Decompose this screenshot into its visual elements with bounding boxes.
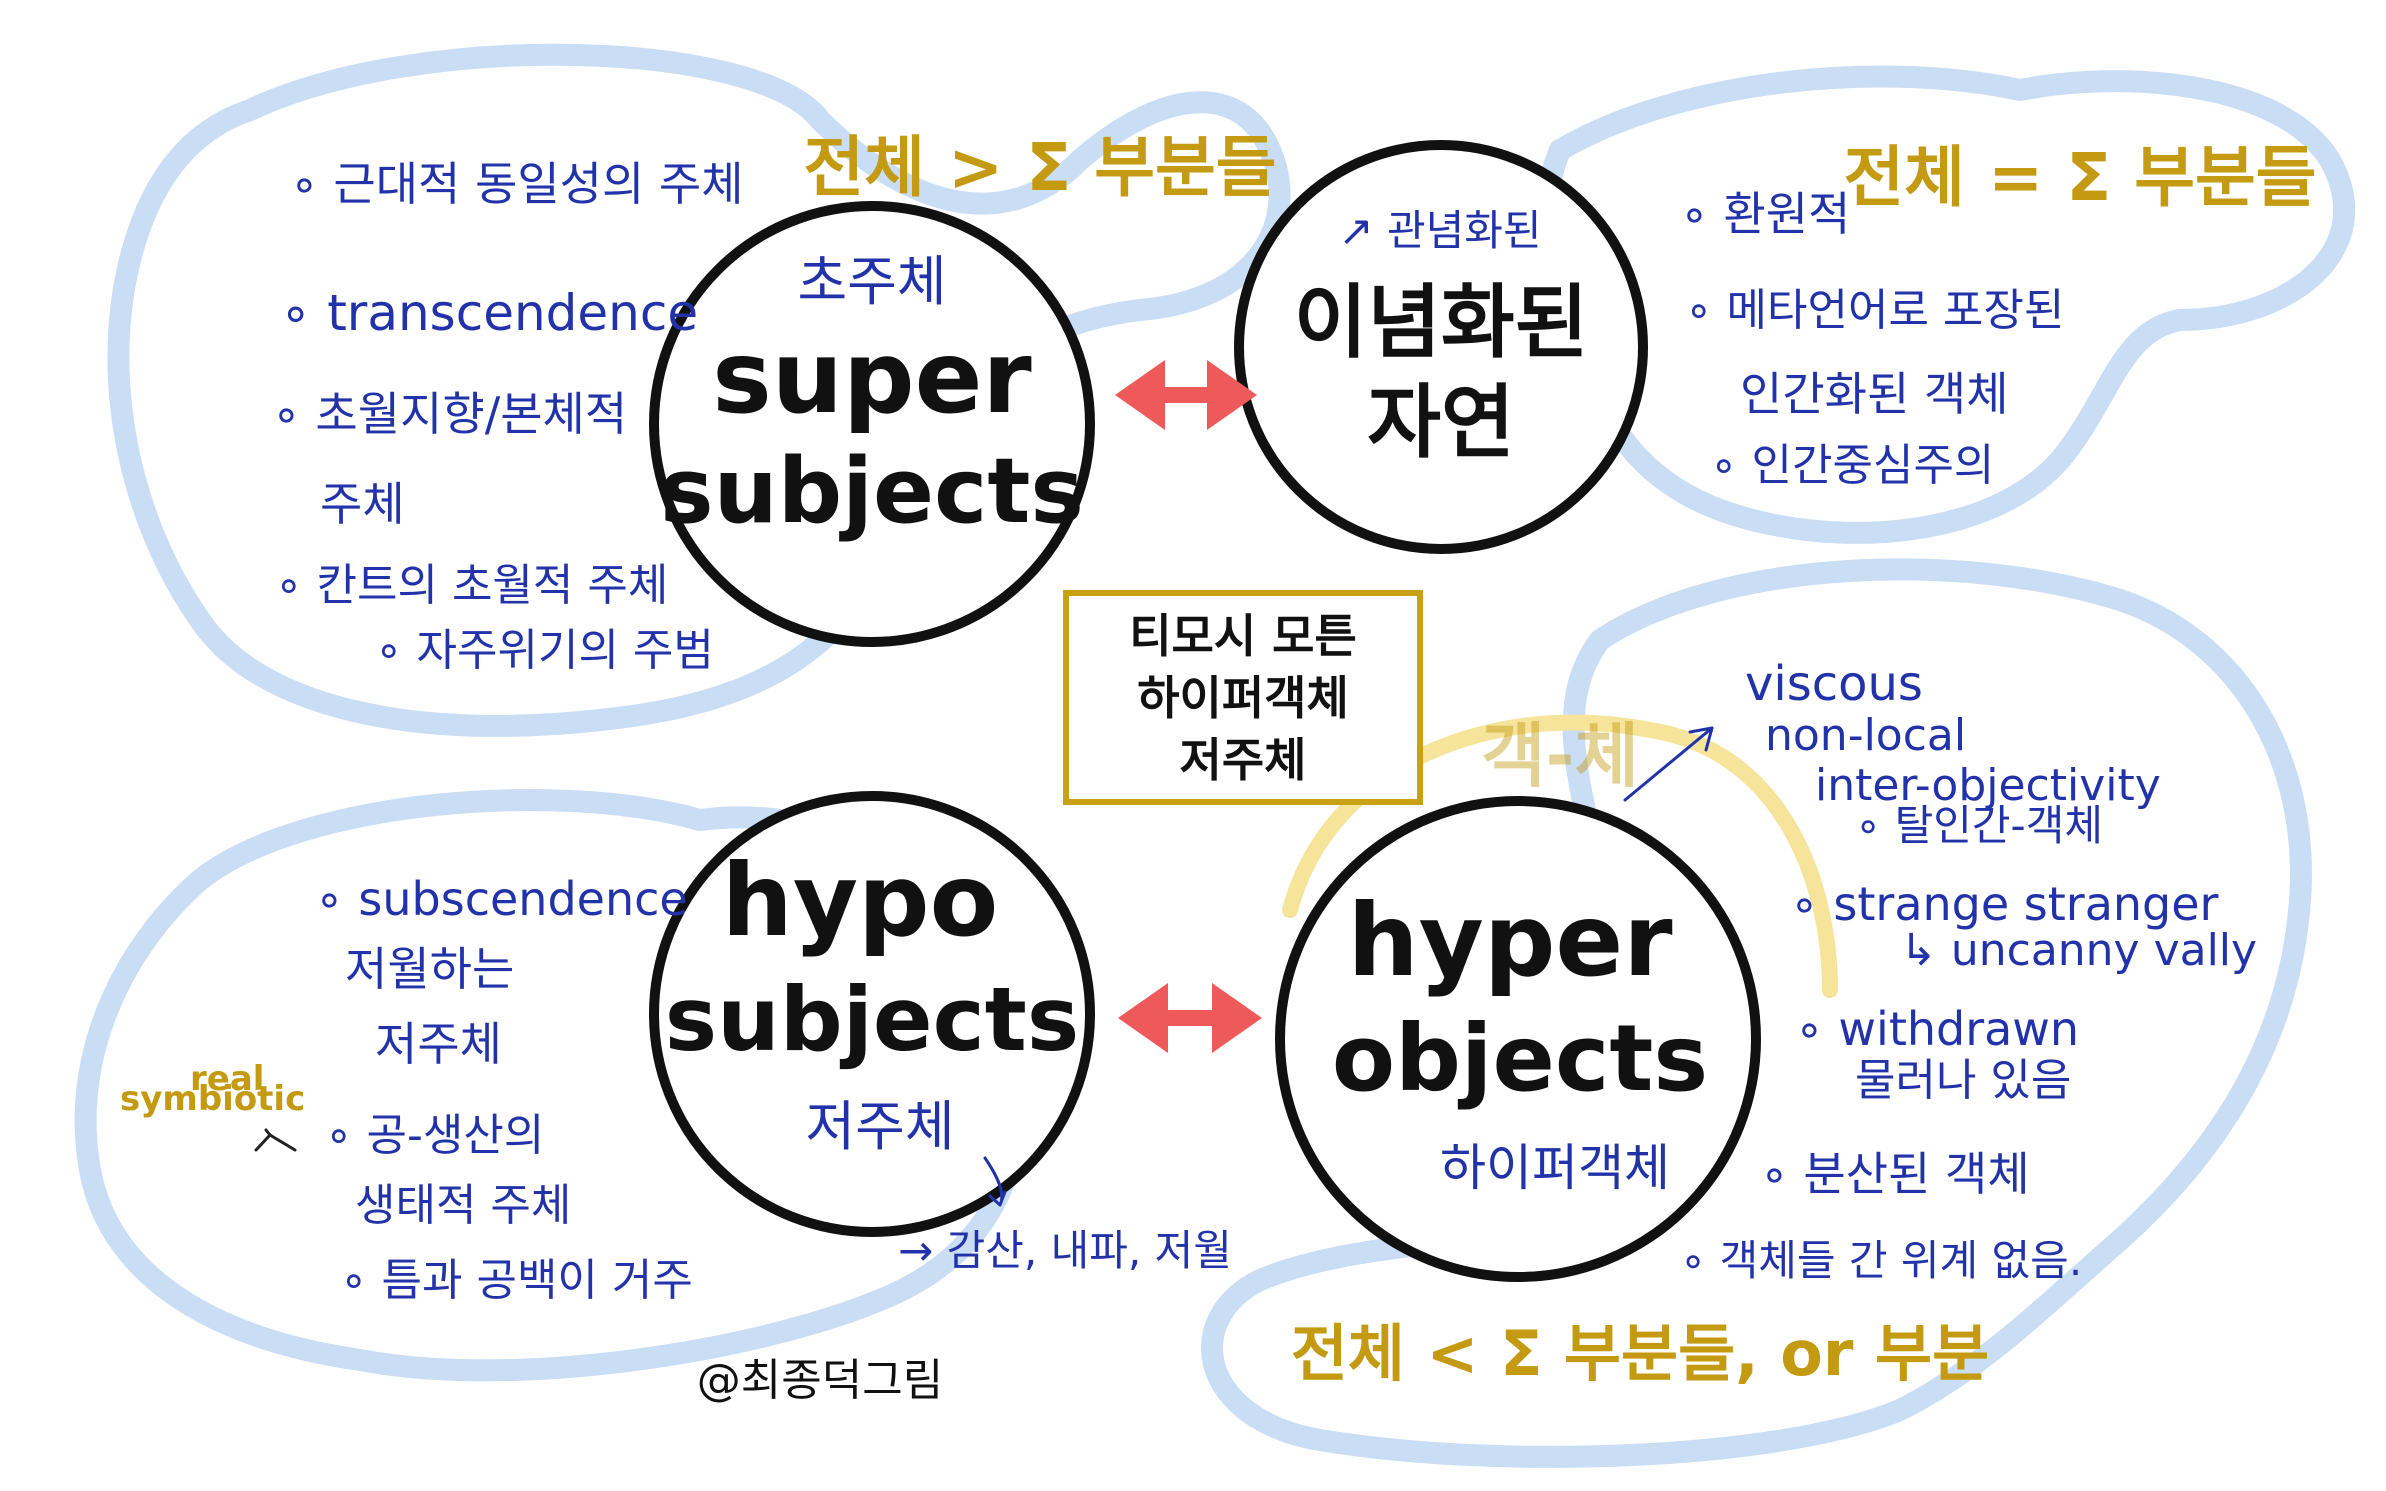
- region-blob-bottom-left: [74, 789, 1033, 1382]
- center-title-box: 티모시 모튼 하이퍼객체 저주체: [1063, 590, 1423, 805]
- hypo-note-3: 저주체: [375, 1017, 502, 1071]
- hyper-title-line2: objects: [1332, 1005, 1708, 1112]
- hypo-title-line1: hypo: [722, 842, 999, 959]
- idea-notes: ∘ 환원적 ∘ 메타언어로 포장된 인간화된 객체 ∘ 인간중심주의: [1680, 187, 2064, 491]
- circle-hyper-objects: [1275, 796, 1761, 1282]
- hypo-title-line2: subjects: [665, 968, 1079, 1071]
- hypo-korean-label: 저주체: [805, 1095, 954, 1158]
- hyper-korean-label: 하이퍼객체: [1440, 1139, 1670, 1197]
- idea-note-3: 인간화된 객체: [1740, 367, 2009, 421]
- hyper-wholeness: 전체 < Σ 부분들, or 부분: [1291, 1317, 1989, 1390]
- super-note-3: ∘ 초월지향/본체적: [272, 387, 627, 441]
- super-title-line1: super: [712, 319, 1032, 436]
- hypo-notes: ∘ subscendence 저월하는 저주체 ∘ 공-생산의 생태적 주체 ∘…: [315, 872, 693, 1306]
- idea-title-line2: 자연: [1367, 376, 1514, 469]
- super-note-5: ∘ 칸트의 초월적 주체: [275, 560, 668, 611]
- credit-signature: @최종덕그림: [697, 1355, 943, 1406]
- circle-super-subjects: [649, 201, 1095, 647]
- hyper-note-3: inter-objectivity: [1815, 760, 2161, 811]
- hyper-note-9: ∘ 분산된 객체: [1760, 1147, 2030, 1201]
- symbiotic-note-line2: real: [190, 1059, 264, 1099]
- hyper-note-10: ∘ 객체들 간 위계 없음.: [1680, 1236, 2082, 1285]
- idea-annotation: ↗ 관념화된: [1338, 206, 1541, 255]
- idea-title-line1: 이념화된: [1294, 276, 1588, 369]
- super-note-6: ∘ 자주위기의 주범: [375, 625, 714, 676]
- hyper-note-8: 물러나 있음: [1855, 1055, 2071, 1106]
- hypo-note-5: 생태적 주체: [355, 1180, 571, 1231]
- hypo-note-1: ∘ subscendence: [315, 872, 688, 926]
- idea-note-4: ∘ 인간중심주의: [1710, 440, 1994, 491]
- double-arrow-top: [1115, 360, 1257, 430]
- hypo-below-arrow: [983, 1156, 1007, 1207]
- super-title-line2: subjects: [660, 439, 1084, 544]
- idea-note-2: ∘ 메타언어로 포장된: [1685, 285, 2064, 336]
- hyper-note-2: non-local: [1765, 710, 1966, 761]
- circle-idea-nature: [1234, 140, 1648, 554]
- symbiotic-arrow: [254, 1128, 297, 1152]
- super-korean-label: 초주체: [797, 250, 946, 313]
- center-title-line-2: 하이퍼객체: [1137, 670, 1349, 725]
- idea-note-1: ∘ 환원적: [1680, 187, 1850, 241]
- super-wholeness: 전체 > Σ 부분들: [804, 129, 1277, 206]
- center-title-line-1: 티모시 모튼: [1129, 608, 1357, 663]
- hyper-note-5: ∘ strange stranger: [1790, 877, 2219, 931]
- hypo-note-4: ∘ 공-생산의: [325, 1110, 544, 1161]
- super-note-4: 주체: [320, 477, 405, 531]
- center-title-line-3: 저주체: [1179, 732, 1307, 787]
- hyper-title-line1: hyper: [1347, 882, 1673, 999]
- hyper-to-notes-arrow: [1623, 726, 1714, 802]
- idea-wholeness: 전체 = Σ 부분들: [1844, 139, 2317, 216]
- hyper-note-4: ∘ 탈인간-객체: [1855, 801, 2103, 850]
- super-notes: ∘ 근대적 동일성의 주체 ∘ transcendence ∘ 초월지향/본체적…: [272, 157, 744, 676]
- hyper-arc-label: 객-체: [1481, 715, 1639, 797]
- hyper-note-7: ∘ withdrawn: [1795, 1002, 2079, 1056]
- hypo-note-2: 저월하는: [345, 942, 514, 996]
- double-arrow-bottom: [1118, 983, 1262, 1053]
- hypo-below-note: → 감산, 내파, 저월: [898, 1226, 1232, 1275]
- hyper-note-1: viscous: [1745, 656, 1923, 712]
- hyper-note-6: ↳ uncanny vally: [1900, 925, 2257, 976]
- super-note-2: ∘ transcendence: [280, 284, 698, 342]
- hyper-notes: viscous non-local inter-objectivity ∘ 탈인…: [1680, 656, 2257, 1285]
- hypo-note-6: ∘ 틈과 공백이 거주: [340, 1255, 693, 1306]
- symbiotic-note-line1: symbiotic: [120, 1079, 305, 1119]
- circle-hypo-subjects: [649, 791, 1095, 1237]
- super-note-1: ∘ 근대적 동일성의 주체: [290, 157, 744, 211]
